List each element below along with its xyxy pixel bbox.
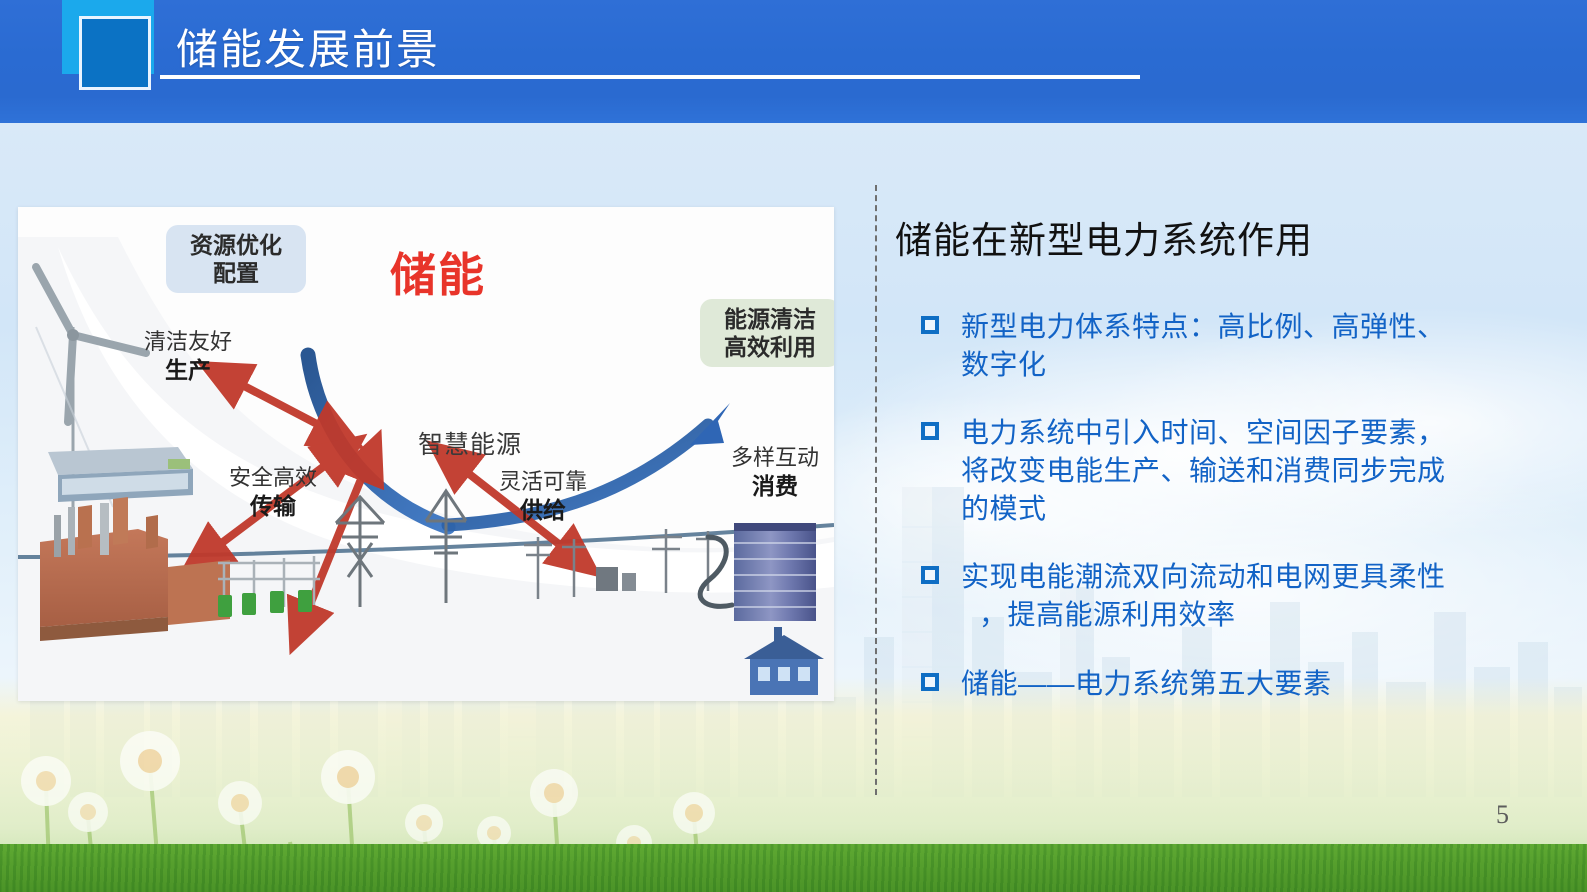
daisy-flowers-decoration xyxy=(21,731,715,892)
chip-clean-line1: 能源清洁 xyxy=(724,306,816,332)
bullet-2-line-3: 的模式 xyxy=(961,493,1047,525)
transmission-bottom: 传输 xyxy=(250,492,296,519)
list-item[interactable]: 实现电能潮流双向流动和电网更具柔性 ，提高能源利用效率 xyxy=(895,558,1555,634)
bullet-text-3: 实现电能潮流双向流动和电网更具柔性 ，提高能源利用效率 xyxy=(961,558,1555,634)
content-heading: 储能在新型电力系统作用 xyxy=(895,220,1313,261)
transmission-top: 安全高效 xyxy=(228,465,317,490)
grass-strip-decoration xyxy=(0,844,1587,892)
chip-clean-line2: 高效利用 xyxy=(724,334,816,361)
consumption-top: 多样互动 xyxy=(730,445,819,470)
power-system-diagram[interactable]: 资源优化 配置 能源清洁 高效利用 储能 智慧能源 清洁友好 生产 安全高效 传… xyxy=(18,207,834,701)
bullet-text-4: 储能——电力系统第五大要素 xyxy=(961,665,1555,703)
list-item[interactable]: 储能——电力系统第五大要素 xyxy=(895,665,1555,703)
bullet-3-line-1: 实现电能潮流双向流动和电网更具柔性 xyxy=(961,561,1446,593)
bullet-text-2: 电力系统中引入时间、空间因子要素， 将改变电能生产、输送和消费同步完成 的模式 xyxy=(961,414,1555,528)
generation-top: 清洁友好 xyxy=(143,329,232,354)
square-bullet-icon xyxy=(921,672,939,691)
bullet-4-line-1: 储能——电力系统第五大要素 xyxy=(961,667,1332,699)
list-item[interactable]: 新型电力体系特点：高比例、高弹性、 数字化 xyxy=(895,308,1555,384)
square-bullet-icon xyxy=(921,566,939,585)
diagram-graphics xyxy=(18,237,834,701)
bullet-2-line-1: 电力系统中引入时间、空间因子要素， xyxy=(961,417,1446,449)
vertical-dashed-divider xyxy=(875,185,877,795)
diagram-label-smart-energy: 智慧能源 xyxy=(418,431,523,459)
diagram-chip-resource: 资源优化 配置 xyxy=(166,225,306,294)
bullet-1-line-2: 数字化 xyxy=(961,349,1047,381)
diagram-label-transmission: 安全高效 传输 xyxy=(208,465,338,520)
supply-bottom: 供给 xyxy=(520,496,566,523)
generation-bottom: 生产 xyxy=(165,356,211,383)
diagram-label-generation: 清洁友好 生产 xyxy=(123,329,253,384)
bullet-text-1: 新型电力体系特点：高比例、高弹性、 数字化 xyxy=(961,308,1555,384)
page-title: 储能发展前景 xyxy=(176,26,441,73)
consumption-bottom: 消费 xyxy=(752,472,798,499)
content-panel: 储能在新型电力系统作用 新型电力体系特点：高比例、高弹性、 数字化 电力系统中引… xyxy=(895,210,1555,733)
header-square-dark-icon xyxy=(79,16,151,90)
header-underline xyxy=(160,75,1140,79)
square-bullet-icon xyxy=(921,316,939,334)
square-bullet-icon xyxy=(921,422,939,441)
bullet-3-line-2: ，提高能源利用效率 xyxy=(979,599,1236,631)
diagram-center-label-storage: 储能 xyxy=(390,250,486,301)
supply-top: 灵活可靠 xyxy=(498,469,587,494)
diagram-chip-clean-energy: 能源清洁 高效利用 xyxy=(700,299,834,368)
bullet-2-line-2: 将改变电能生产、输送和消费同步完成 xyxy=(961,455,1446,487)
bullet-1-line-1: 新型电力体系特点：高比例、高弹性、 xyxy=(961,311,1446,342)
chip-resource-line2: 配置 xyxy=(213,260,259,287)
diagram-label-supply: 灵活可靠 供给 xyxy=(478,469,608,524)
slide-header: 储能发展前景 xyxy=(0,0,1587,123)
chip-resource-line1: 资源优化 xyxy=(190,232,282,258)
list-item[interactable]: 电力系统中引入时间、空间因子要素， 将改变电能生产、输送和消费同步完成 的模式 xyxy=(895,414,1555,528)
diagram-label-consumption: 多样互动 消费 xyxy=(710,445,834,500)
page-number: 5 xyxy=(1496,800,1509,829)
